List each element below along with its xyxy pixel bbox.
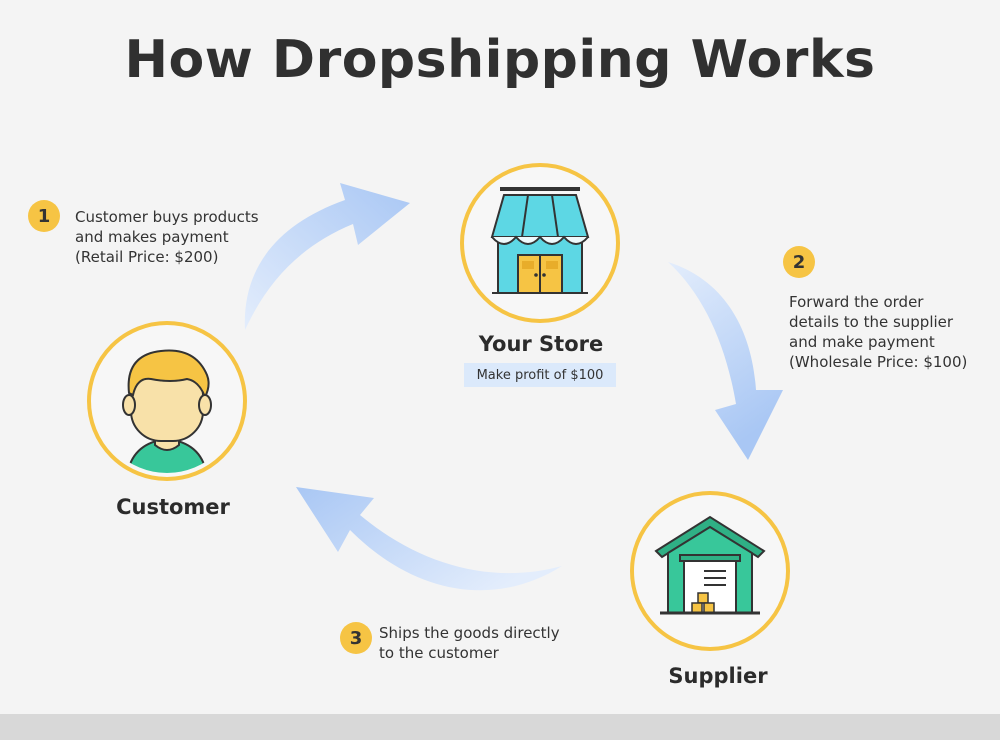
warehouse-icon	[654, 515, 766, 615]
arrow-store-to-supplier	[668, 262, 783, 460]
customer-label: Customer	[116, 495, 230, 519]
storefront-icon	[490, 187, 590, 294]
arrow-supplier-to-customer	[296, 487, 562, 591]
customer-circle	[87, 321, 247, 481]
footer-bar	[0, 714, 1000, 740]
step-2-badge: 2	[783, 246, 815, 278]
step-3-text: Ships the goods directly to the customer	[379, 624, 560, 662]
step-1-badge: 1	[28, 200, 60, 232]
page-title: How Dropshipping Works	[124, 30, 876, 90]
store-label: Your Store	[478, 332, 604, 356]
step-2-text: Forward the order details to the supplie…	[789, 293, 968, 371]
supplier-label: Supplier	[668, 664, 768, 688]
person-avatar-icon	[122, 349, 212, 473]
arrow-customer-to-store	[244, 183, 410, 330]
profit-note: Make profit of $100	[464, 363, 616, 387]
store-circle	[460, 163, 620, 323]
step-1-text: Customer buys products and makes payment…	[75, 208, 259, 266]
step-3-badge: 3	[340, 622, 372, 654]
supplier-circle	[630, 491, 790, 651]
